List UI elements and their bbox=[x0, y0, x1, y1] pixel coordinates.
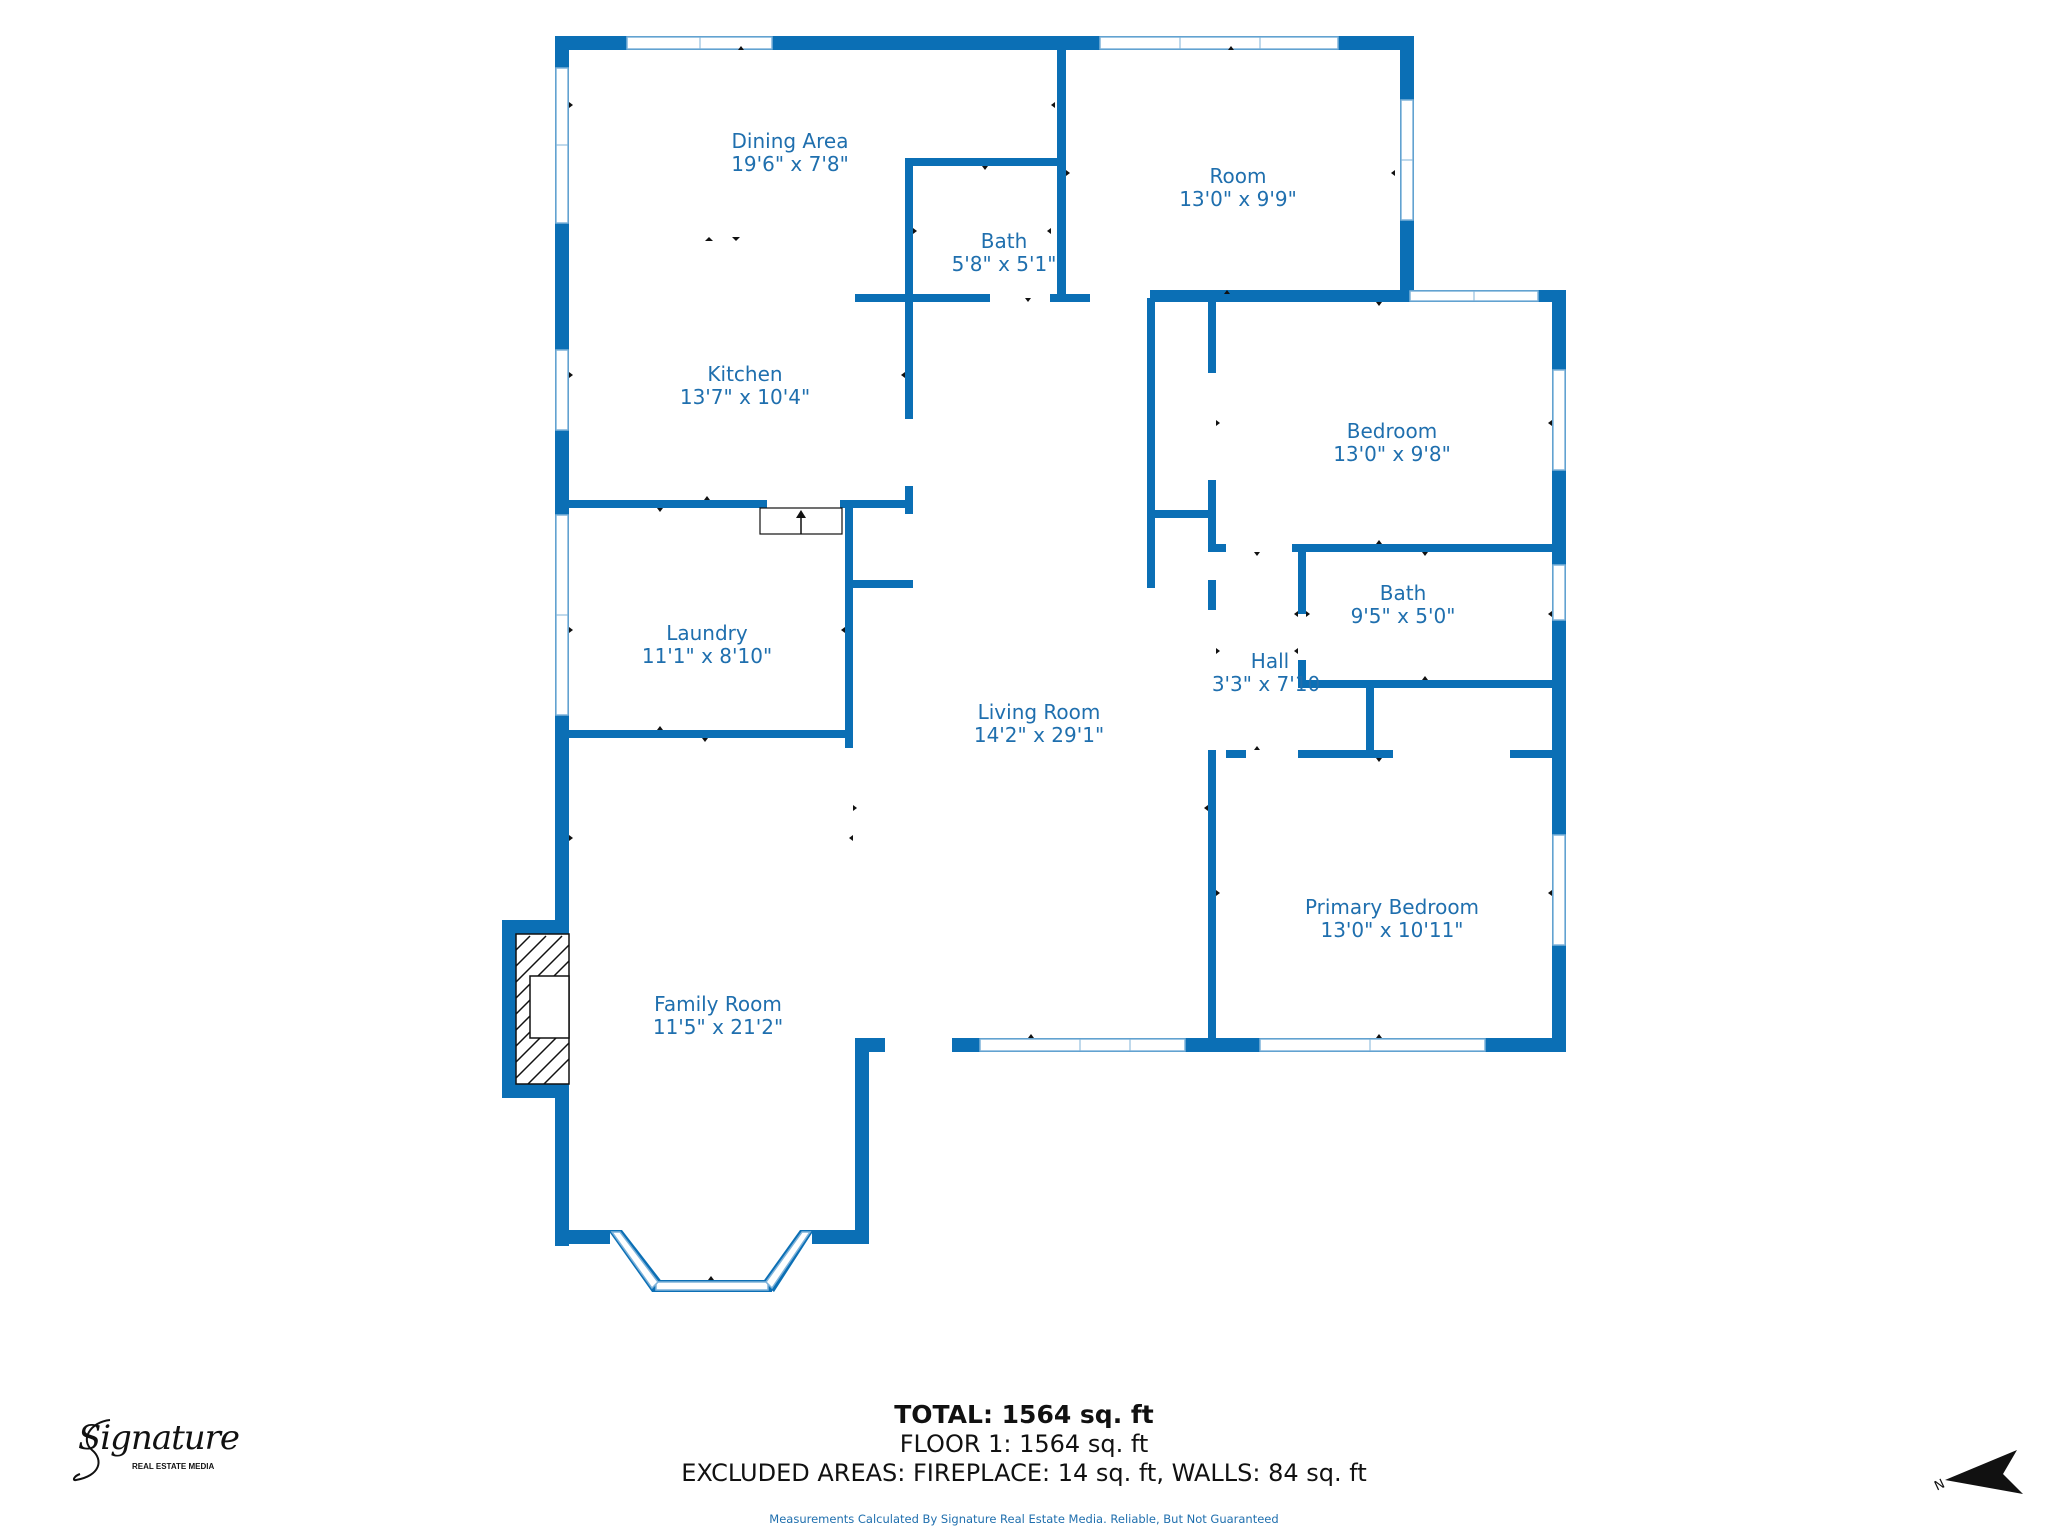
excluded-areas: EXCLUDED AREAS: FIREPLACE: 14 sq. ft, WA… bbox=[681, 1459, 1367, 1487]
room-name-dining-area: Dining Area bbox=[732, 129, 849, 153]
measurement-disclaimer: Measurements Calculated By Signature Rea… bbox=[769, 1512, 1279, 1526]
north-arrow-icon bbox=[1945, 1450, 2023, 1494]
room-dims-primary-bedroom: 13'0" x 10'11" bbox=[1320, 918, 1463, 942]
compass: N bbox=[1932, 1448, 2025, 1508]
room-dims-room: 13'0" x 9'9" bbox=[1179, 187, 1297, 211]
room-name-hall: Hall bbox=[1251, 649, 1289, 673]
room-name-laundry: Laundry bbox=[666, 621, 748, 645]
fireplace bbox=[515, 933, 570, 1085]
room-name-bedroom: Bedroom bbox=[1347, 419, 1437, 443]
room-name-living-room: Living Room bbox=[978, 700, 1101, 724]
room-labels: Dining Area 19'6" x 7'8" Room 13'0" x 9'… bbox=[642, 129, 1479, 1039]
logo-script-text: Signature bbox=[78, 1418, 240, 1458]
room-dims-family-room: 11'5" x 21'2" bbox=[653, 1015, 783, 1039]
room-dims-kitchen: 13'7" x 10'4" bbox=[680, 385, 810, 409]
windows bbox=[555, 36, 1566, 1291]
room-dims-living-room: 14'2" x 29'1" bbox=[974, 723, 1104, 747]
room-dims-laundry: 11'1" x 8'10" bbox=[642, 644, 772, 668]
room-dims-hall: 3'3" x 7'10 bbox=[1212, 672, 1320, 696]
room-name-bath-2: Bath bbox=[1380, 581, 1427, 605]
room-dims-bedroom: 13'0" x 9'8" bbox=[1333, 442, 1451, 466]
room-name-room: Room bbox=[1210, 164, 1267, 188]
floor-1-area: FLOOR 1: 1564 sq. ft bbox=[899, 1430, 1149, 1458]
interior-walls bbox=[555, 36, 1566, 1050]
logo-subtitle: REAL ESTATE MEDIA bbox=[132, 1462, 215, 1471]
room-name-family-room: Family Room bbox=[654, 992, 782, 1016]
room-name-primary-bedroom: Primary Bedroom bbox=[1305, 895, 1479, 919]
signature-logo: Signature REAL ESTATE MEDIA bbox=[70, 1410, 240, 1490]
room-dims-bath-1: 5'8" x 5'1" bbox=[952, 252, 1057, 276]
room-dims-dining-area: 19'6" x 7'8" bbox=[731, 152, 849, 176]
room-dims-bath-2: 9'5" x 5'0" bbox=[1351, 604, 1456, 628]
total-area: TOTAL: 1564 sq. ft bbox=[894, 1400, 1154, 1429]
room-name-kitchen: Kitchen bbox=[707, 362, 782, 386]
door-markers bbox=[569, 46, 1552, 1280]
room-name-bath-1: Bath bbox=[981, 229, 1028, 253]
logo-swash-icon bbox=[72, 1419, 111, 1482]
